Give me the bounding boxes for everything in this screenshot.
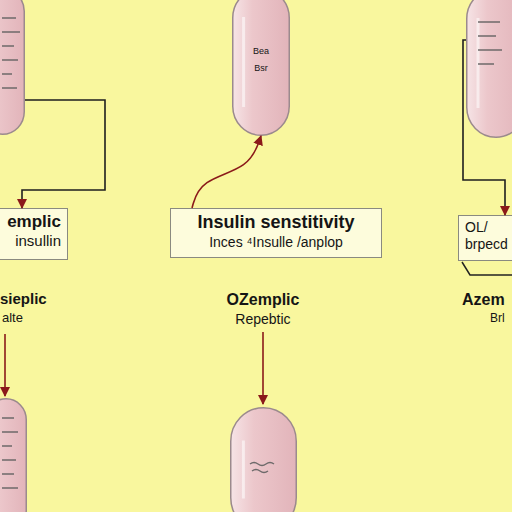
box-text: brpecd: [465, 236, 512, 253]
connector-arrow: [192, 136, 261, 208]
box-text: Insulin senstitivity: [177, 212, 375, 234]
vial-outline: [0, 0, 25, 135]
box-text: OL/: [465, 219, 512, 236]
vial-body: [233, 0, 290, 135]
label-box: OL/brpecd: [458, 215, 512, 261]
text-label: sieplic: [0, 290, 47, 308]
box-text: insullin: [0, 232, 61, 250]
text-label: Brl: [490, 311, 505, 325]
vial-body: [467, 0, 512, 137]
vial-highlight: [242, 441, 245, 499]
vial-label: Bsr: [232, 63, 290, 74]
vial-highlight: [477, 18, 480, 108]
connector-arrow: [463, 40, 505, 215]
connector-arrow: [22, 100, 105, 208]
vial-body: [0, 0, 24, 134]
vial-illustration: BeaBsr: [232, 0, 290, 136]
label-box: emplicinsullin: [0, 208, 68, 260]
vial-label: Bea: [232, 46, 290, 57]
vial-illustration: [466, 0, 512, 138]
vial-highlight: [242, 17, 245, 107]
text-label: alte: [2, 310, 23, 326]
scribble: [2, 18, 502, 488]
leader-line: [462, 262, 512, 275]
vial-illustration: [0, 398, 27, 512]
vial-body: [0, 399, 26, 512]
text-label: Azem: [462, 290, 505, 309]
pointer-arrow: [4, 334, 6, 396]
vial-outline: [230, 407, 297, 512]
vial-outline: [0, 398, 27, 512]
vial-outline: [466, 0, 512, 138]
vial-body: [231, 408, 297, 512]
box-text: emplic: [0, 212, 61, 232]
vial-illustration: [0, 0, 25, 135]
vial-illustration: [230, 407, 297, 512]
text-label: OZemplic: [227, 290, 300, 309]
text-label: Repebtic: [235, 311, 290, 328]
box-text: Inces ⁴Insulle /anplop: [177, 234, 375, 251]
pointer-arrow: [262, 332, 264, 404]
title-box: Insulin senstitivityInces ⁴Insulle /anpl…: [170, 208, 382, 258]
